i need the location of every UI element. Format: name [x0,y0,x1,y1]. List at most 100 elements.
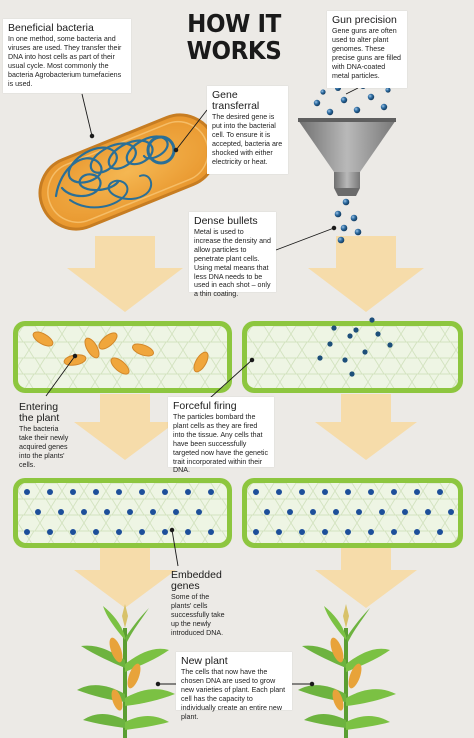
callout-entering-plant: Entering the plant The bacteria take the… [14,398,78,469]
cell-nucleus [345,489,351,495]
callout-dense-bullets: Dense bullets Metal is used to increase … [189,212,276,298]
cell-nucleus [276,489,282,495]
callout-body: The desired gene is put into the bacteri… [212,113,283,166]
callout-body: Some of the plants' cells successfully t… [171,593,225,637]
cell-nucleus [162,529,168,535]
callout-forceful-firing: Forceful firing The particles bombard th… [168,397,274,474]
callout-title: New plant [181,655,228,667]
cell-nucleus [322,489,328,495]
cell-nucleus [253,529,259,535]
cell-nucleus [368,489,374,495]
cell-nucleus [116,489,122,495]
bacterium-cell [110,357,130,375]
cell-nucleus [208,529,214,535]
cell-nucleus [425,509,431,515]
cell-nucleus [414,529,420,535]
title-line-2: WORKS [186,36,282,65]
bacterium-cell [193,351,209,373]
arrow-right-1 [308,236,424,312]
dna-strand [54,135,169,198]
cell-nucleus [299,489,305,495]
cell-nucleus [448,509,454,515]
dna-particle [369,317,375,323]
arrow-right-2 [315,394,417,460]
dna-particle [342,357,348,363]
cell-nucleus [402,509,408,515]
title-line-1: HOW IT [187,9,281,38]
callout-title: Beneficial bacteria [8,22,94,34]
cell-nucleus [81,509,87,515]
cell-nucleus [264,509,270,515]
cell-nucleus [414,489,420,495]
callout-title: Gene transferral [212,89,260,112]
cell-nucleus [24,529,30,535]
callout-body: The particles bombard the plant cells as… [173,413,269,475]
callout-beneficial-bacteria: Beneficial bacteria In one method, some … [3,19,131,93]
callout-title: Gun precision [332,14,397,26]
cell-nucleus [333,509,339,515]
dna-particle [375,331,381,337]
cell-nucleus [162,489,168,495]
cell-nucleus [139,529,145,535]
callout-new-plant: New plant The cells that now have the ch… [176,652,292,721]
cell-nucleus [35,509,41,515]
callout-embedded-genes: Embedded genes Some of the plants' cells… [166,566,236,637]
dna-particle [327,341,333,347]
cell-nucleus [70,489,76,495]
dna-particle [349,371,355,377]
arrow-left-1 [67,236,183,312]
cell-nucleus [127,509,133,515]
callout-gun-precision: Gun precision Gene guns are often used t… [327,11,407,88]
dna-particle [353,327,359,333]
cell-nucleus [356,509,362,515]
cell-nucleus [391,529,397,535]
dna-particle [317,355,323,361]
tissue-panel-embedded-right [242,478,463,548]
bacterium-cell [32,331,54,347]
callout-title: Forceful firing [173,400,237,412]
arrow-left-2 [74,394,176,460]
page-title: HOW IT WORKS [182,10,285,64]
cell-nucleus [116,529,122,535]
callout-title: Dense bullets [194,215,258,227]
callout-gene-transferral: Gene transferral The desired gene is put… [207,86,288,174]
dna-particle [331,325,337,331]
cell-nucleus [173,509,179,515]
cell-nucleus [253,489,259,495]
dna-particle [362,349,368,355]
cell-nucleus [185,529,191,535]
callout-body: The cells that now have the chosen DNA a… [181,668,286,721]
cell-nucleus [299,529,305,535]
cell-nucleus [70,529,76,535]
callout-body: Gene guns are often used to alter plant … [332,27,402,80]
cell-nucleus [437,529,443,535]
cell-nucleus [437,489,443,495]
gene-gun-funnel [298,118,396,196]
cell-nucleus [345,529,351,535]
bacterium-cell [132,343,154,357]
cell-nucleus [391,489,397,495]
bacterium-cell [98,332,118,350]
corn-plant-left [77,604,175,738]
cell-nucleus [322,529,328,535]
cell-nucleus [310,509,316,515]
callout-body: The bacteria take their newly acquired g… [19,425,69,469]
corn-plant-right [298,604,396,738]
dna-particle [387,342,393,348]
cell-nucleus [208,489,214,495]
cell-nucleus [276,529,282,535]
tissue-panel-bacteria [13,321,232,393]
tissue-panel-gun [242,317,463,393]
cell-nucleus [47,489,53,495]
cell-nucleus [150,509,156,515]
arrow-left-3 [74,548,176,608]
cell-nucleus [104,509,110,515]
cell-nucleus [93,489,99,495]
callout-body: In one method, some bacteria and viruses… [8,35,122,88]
cell-nucleus [58,509,64,515]
cell-nucleus [196,509,202,515]
cell-nucleus [47,529,53,535]
cell-nucleus [93,529,99,535]
tissue-panel-embedded-left [13,478,232,548]
